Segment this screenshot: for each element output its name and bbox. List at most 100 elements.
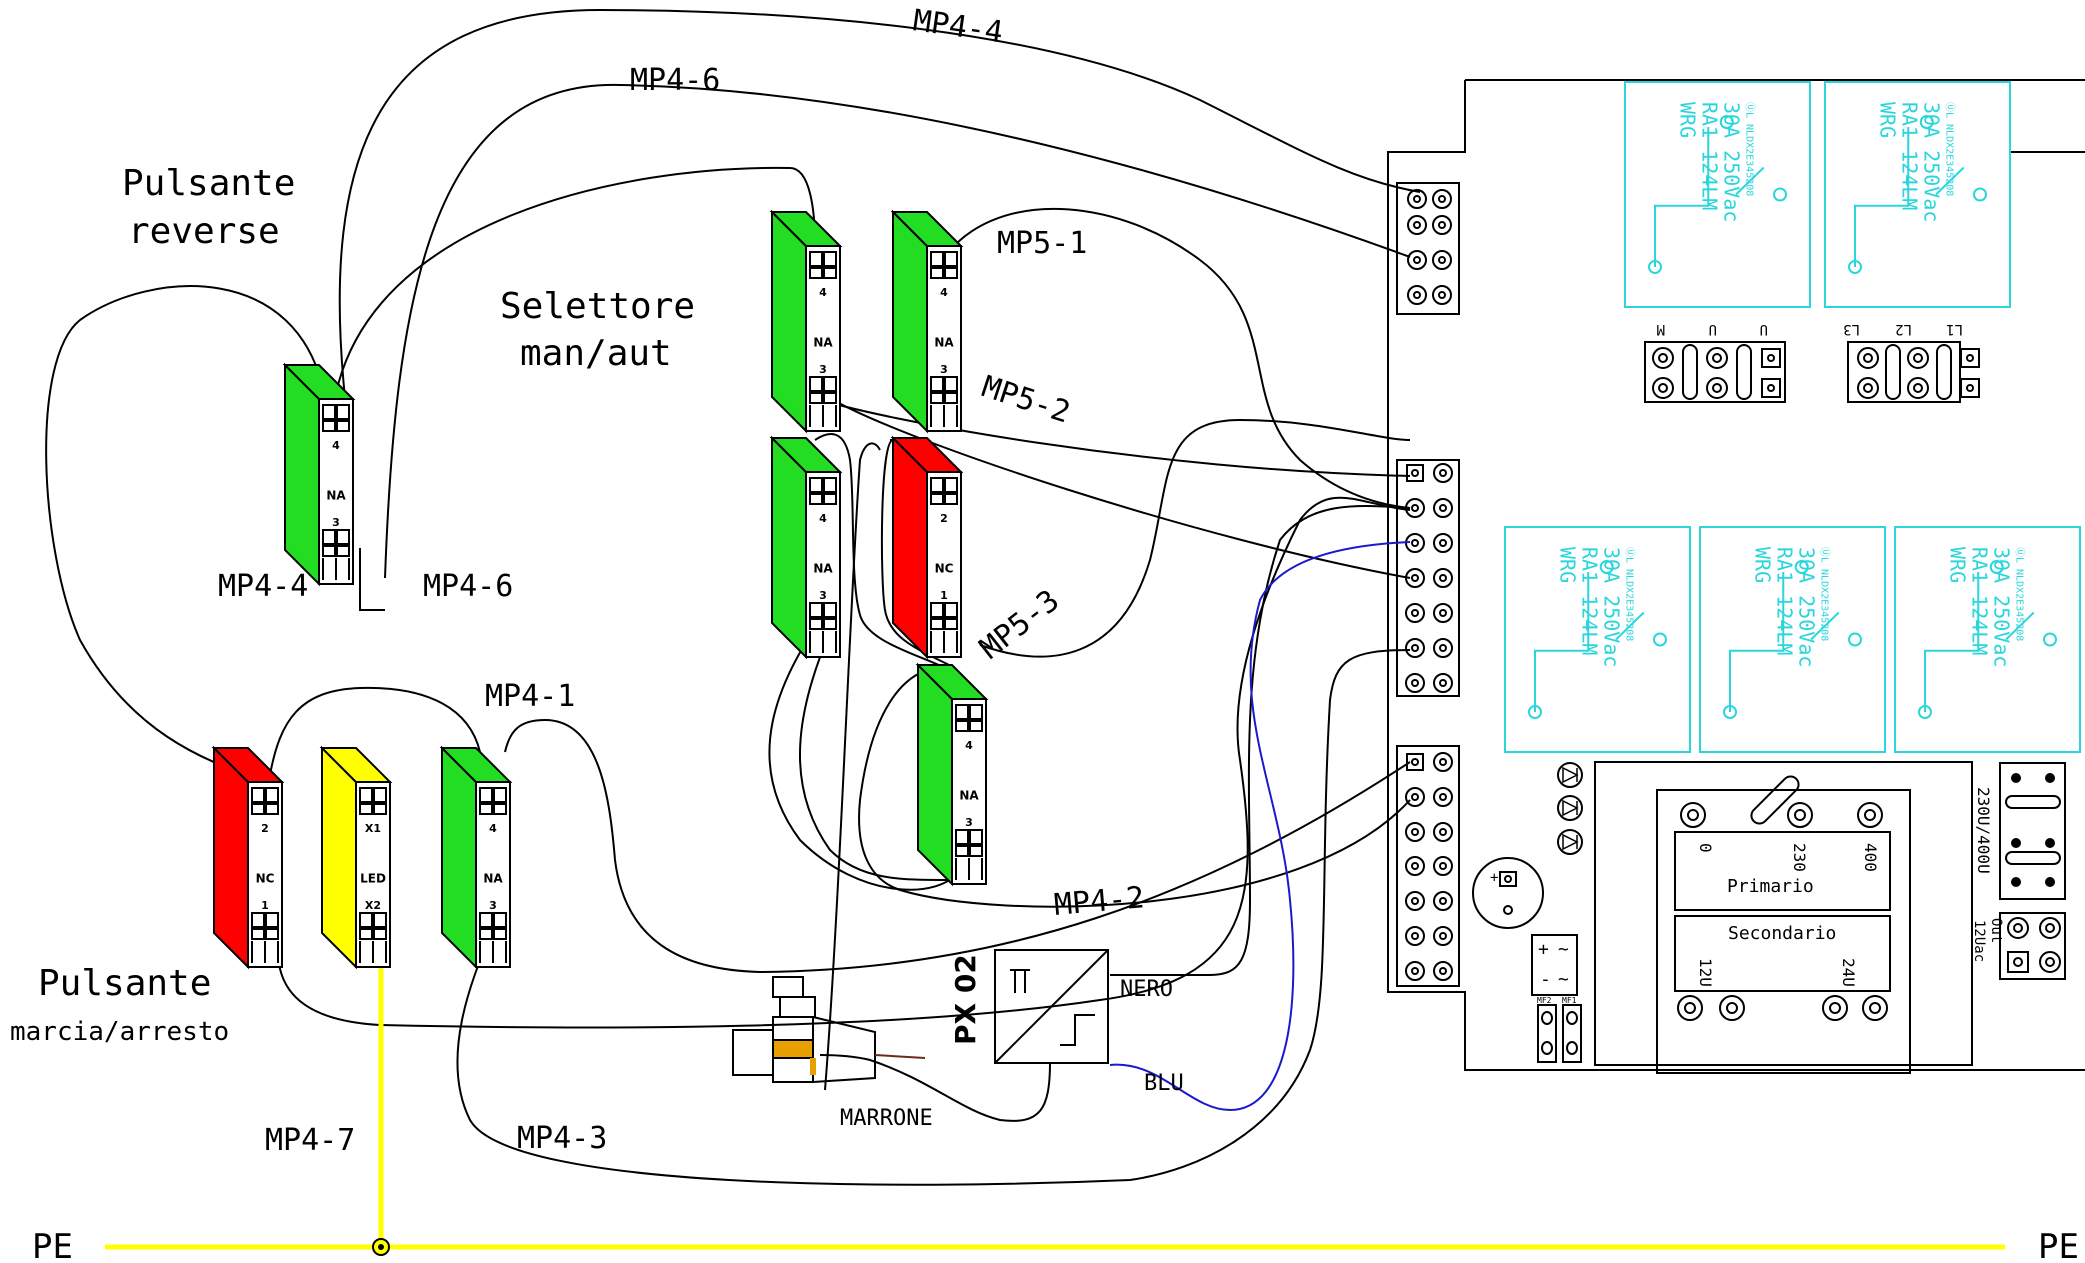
module-type-label: NC [256,872,275,886]
wire-label-blu: BLU [1144,1071,1184,1096]
module-bottom-label: 3 [819,363,827,376]
wire-label-marrone: MARRONE [840,1106,933,1131]
relay-text: WRG [1876,102,1900,138]
wire-label-mp4-6-left: MP4-6 [423,569,513,604]
fuse-mf2: MF2 [1537,996,1552,1005]
fuse-mf1: MF1 [1562,996,1577,1005]
bridge-rectifier: + ~ - ~ [1531,934,1578,996]
relay-text: ⓊL NLDX2E345208 [1944,102,1956,196]
px02-converter: PX 02 NERO BLU MARRONE [840,949,1184,1131]
wire-label-mp4-4-top: MP4-4 [911,3,1005,50]
output-label-out: Out [1988,918,2004,943]
module-top-label: 2 [261,822,269,835]
relay-text: ⓊL NLDX2E345208 [2014,547,2026,641]
bridge-ac1: ~ [1558,939,1569,960]
wire-blu [1109,541,1411,1112]
wire-label-mp4-7: MP4-7 [265,1123,355,1158]
module-type-label: NA [813,336,833,350]
wire-label-mp5-1: MP5-1 [997,226,1087,261]
module-top-label: X1 [365,822,381,835]
relay-text: RA1-124LM [1578,547,1602,655]
module-bottom-label: 1 [940,589,948,602]
module-top-label: 4 [332,439,340,452]
relay-text: RA1-124LM [1773,547,1797,655]
module-mar_na: 4NA 3 [439,745,513,970]
wire-labels: MP4-4 MP4-6 MP5-1 MP5-2 MP5-3 MP4-4 MP4-… [32,3,2079,1263]
module-bottom-label: 3 [819,589,827,602]
voltage-selector: 230U/400U [1974,762,2066,900]
pulsante-marcia-line2: marcia/arresto [10,1017,229,1047]
module-top-label: 4 [940,286,948,299]
module-sel_na_c: 4NA 3 [769,435,843,660]
module-type-label: NA [959,789,979,803]
relay-text: ⓊL NLDX2E345208 [1624,547,1636,641]
bridge-plus: + [1538,939,1549,960]
wire-label-mp5-2: MP5-2 [978,369,1075,430]
relay-text: 30A 250Vac [1990,547,2014,667]
module-bottom-label: 3 [489,899,497,912]
output-terminal: Out 12Uac [1971,912,2066,980]
terminal-label-l3: L3 [1843,321,1860,337]
transformer-p0: 0 [1696,843,1715,853]
terminal-label-l1: L1 [1946,321,1963,337]
module-type-label: NA [483,872,503,886]
module-bottom-label: 1 [261,899,269,912]
terminal-strip-muu: M U U [1644,321,1786,403]
relay-text: WRG [1751,547,1775,583]
relay-text: WRG [1946,547,1970,583]
terminal-label-u1: U [1709,321,1717,337]
relay-text: 30A 250Vac [1920,102,1944,222]
terminal-label-u2: U [1760,321,1768,337]
terminal-block-c [1396,745,1460,987]
relay-text: RA1-124LM [1698,102,1722,210]
selettore-line2: man/aut [520,333,672,374]
module-top-label: 2 [940,512,948,525]
wire-label-mp4-3: MP4-3 [517,1121,607,1156]
relay-text: ⓊL NLDX2E345208 [1819,547,1831,641]
proximity-sensor [732,976,926,1083]
relay-text: 30A 250Vac [1795,547,1819,667]
output-label-voltage: 12Uac [1971,920,1987,962]
module-type-label: LED [360,872,386,886]
wire-label-pe-right: PE [2038,1227,2079,1263]
module-sel_na_d: 4NA 3 [915,662,989,887]
wire-label-mp4-6-top: MP4-6 [630,63,720,98]
indicator-leds [1557,762,1583,855]
module-top-label: 4 [965,739,973,752]
terminal-label-l2: L2 [1895,321,1912,337]
relay-text: ⓊL NLDX2E345208 [1744,102,1756,196]
module-mar_nc: 2NC 1 [211,745,285,970]
relay-text: WRG [1676,102,1700,138]
buzzer-plus: + [1490,870,1498,886]
module-sel_na_a: 4NA 3 [769,209,843,434]
transformer-s24: 24U [1839,958,1858,987]
module-bottom-label: 3 [965,816,973,829]
wire-label-mp4-2: MP4-2 [1053,880,1146,923]
selettore-line1: Selettore [500,286,695,327]
pulsante-reverse-line2: reverse [128,211,280,252]
transformer-secondario: Secondario [1728,923,1836,944]
wires [45,8,1421,1186]
module-top-label: 4 [819,286,827,299]
module-top-label: 4 [819,512,827,525]
transformer-s12: 12U [1696,958,1715,987]
module-type-label: NC [935,562,954,576]
transformer-p400: 400 [1861,843,1880,872]
terminal-block-a [1396,182,1460,315]
pulsante-marcia-line1: Pulsante [38,963,211,1004]
group-labels: Pulsante reverse Selettore man/aut Pulsa… [10,163,695,1047]
module-type-label: NA [813,562,833,576]
module-type-label: NA [326,489,346,503]
fuse-holders: MF2 MF1 [1537,996,1582,1063]
terminal-label-m: M [1657,321,1665,337]
transformer-p230: 230 [1790,843,1809,872]
module-top-label: 4 [489,822,497,835]
